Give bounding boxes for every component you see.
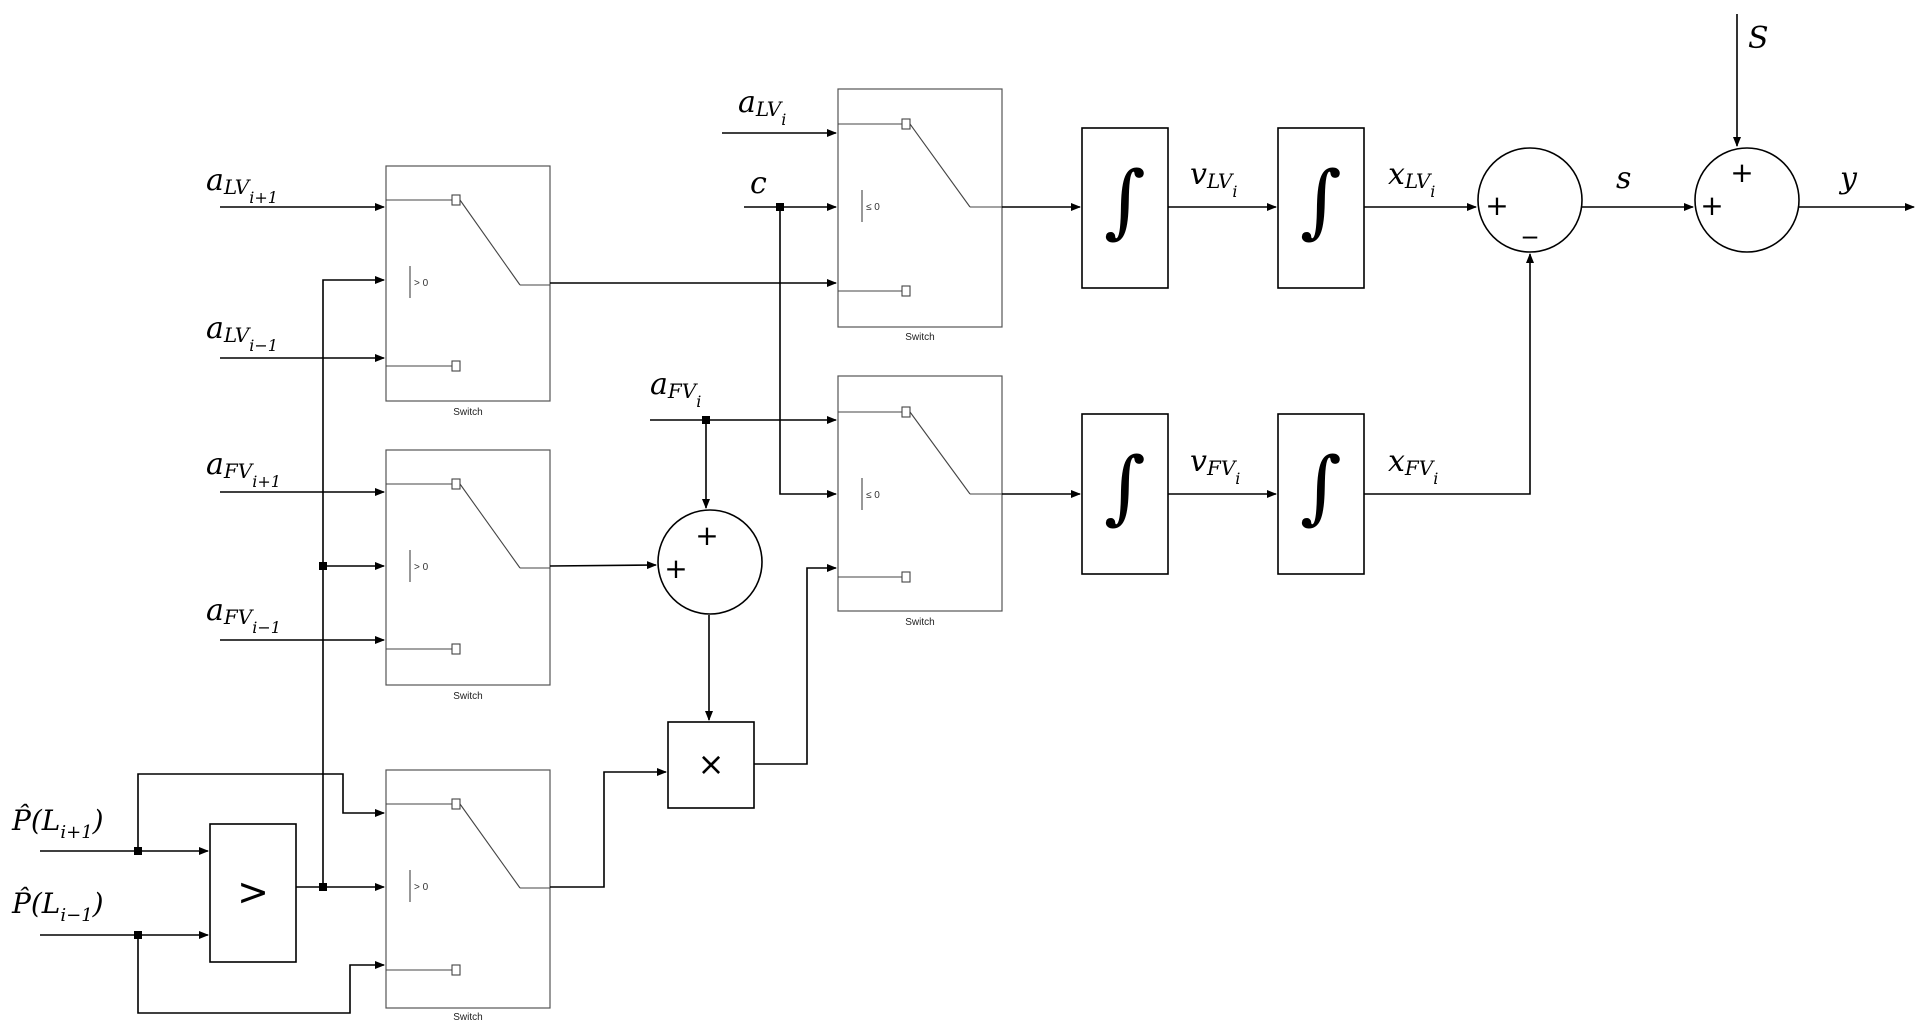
threshold-label: > 0 — [414, 562, 429, 573]
comparator-block[interactable]: > — [209, 823, 297, 963]
label-p-ip1: P̂(Li+1) — [11, 804, 104, 843]
svg-text:∫: ∫ — [1300, 154, 1342, 247]
svg-text:∫: ∫ — [1104, 440, 1146, 533]
svg-text:vLVi: vLVi — [1190, 157, 1237, 201]
switch-block-4[interactable]: ≤ 0 Switch — [837, 88, 1003, 343]
svg-text:vFVi: vFVi — [1190, 444, 1240, 488]
switch-block-3[interactable]: > 0 Switch — [385, 769, 551, 1023]
label-x-lv: xLVi — [1388, 157, 1435, 201]
svg-text:×: × — [698, 745, 725, 783]
switch-block-2[interactable]: > 0 Switch — [385, 449, 551, 702]
label-y: y — [1838, 161, 1858, 196]
threshold-label: ≤ 0 — [866, 490, 880, 501]
label-a-fv-i: aFVi — [650, 367, 701, 411]
svg-text:xLVi: xLVi — [1388, 157, 1435, 201]
svg-text:P̂(Li+1): P̂(Li+1) — [11, 804, 104, 843]
sum-block[interactable]: + + — [657, 509, 763, 615]
svg-text:+: + — [1700, 189, 1723, 222]
svg-text:∫: ∫ — [1300, 440, 1342, 533]
svg-text:aLVi: aLVi — [738, 85, 786, 129]
label-x-fv: xFVi — [1388, 444, 1438, 488]
switch-caption: Switch — [453, 407, 482, 418]
svg-text:_: _ — [1522, 206, 1538, 239]
label-p-im1: P̂(Li−1) — [11, 887, 104, 926]
product-block[interactable]: × — [667, 721, 755, 809]
integrator-x-lv[interactable]: ∫ — [1277, 127, 1365, 289]
wires — [40, 14, 1915, 1014]
svg-text:+: + — [1730, 156, 1753, 189]
switch-caption: Switch — [905, 617, 934, 628]
label-s: s — [1616, 161, 1631, 196]
switch-caption: Switch — [905, 332, 934, 343]
svg-text:aLVi−1: aLVi−1 — [206, 311, 278, 355]
label-a-fv-ip1: aFVi+1 — [206, 447, 281, 491]
label-a-lv-ip1: aLVi+1 — [206, 163, 278, 207]
svg-text:xFVi: xFVi — [1388, 444, 1438, 488]
label-c: c — [750, 166, 767, 201]
integrator-v-fv[interactable]: ∫ — [1081, 413, 1169, 575]
label-a-fv-im1: aFVi−1 — [206, 593, 281, 637]
label-S: S — [1748, 21, 1769, 56]
label-a-lv-i: aLVi — [738, 85, 786, 129]
junction-dots — [134, 203, 784, 939]
output-sum-block[interactable]: + + — [1694, 147, 1800, 253]
integrator-v-lv[interactable]: ∫ — [1081, 127, 1169, 289]
switch-caption: Switch — [453, 691, 482, 702]
label-v-fv: vFVi — [1190, 444, 1240, 488]
svg-text:P̂(Li−1): P̂(Li−1) — [11, 887, 104, 926]
threshold-label: ≤ 0 — [866, 202, 880, 213]
svg-text:+: + — [1485, 189, 1508, 222]
difference-block[interactable]: + _ — [1477, 147, 1583, 253]
integrator-x-fv[interactable]: ∫ — [1277, 413, 1365, 575]
svg-text:+: + — [695, 519, 718, 552]
svg-text:aFVi: aFVi — [650, 367, 701, 411]
threshold-label: > 0 — [414, 278, 429, 289]
label-a-lv-im1: aLVi−1 — [206, 311, 278, 355]
switch-block-5[interactable]: ≤ 0 Switch — [837, 375, 1003, 628]
svg-text:+: + — [664, 552, 687, 585]
svg-text:>: > — [237, 870, 269, 914]
switch-block-1[interactable]: > 0 Switch — [385, 165, 551, 418]
svg-text:aLVi+1: aLVi+1 — [206, 163, 278, 207]
label-v-lv: vLVi — [1190, 157, 1237, 201]
threshold-label: > 0 — [414, 882, 429, 893]
svg-text:aFVi+1: aFVi+1 — [206, 447, 281, 491]
switch-caption: Switch — [453, 1012, 482, 1023]
svg-text:aFVi−1: aFVi−1 — [206, 593, 281, 637]
svg-text:∫: ∫ — [1104, 154, 1146, 247]
